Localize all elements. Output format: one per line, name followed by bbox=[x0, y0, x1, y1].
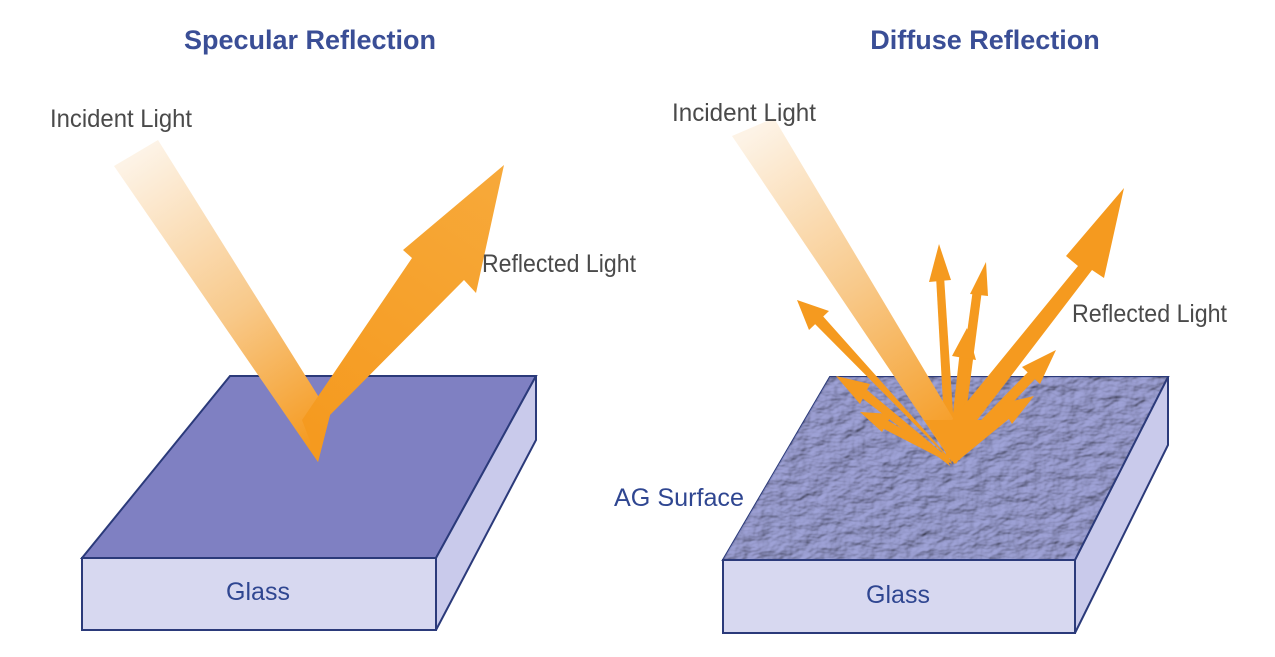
scatter-ray-low-left-2 bbox=[882, 420, 952, 464]
diffuse-incident-beam bbox=[732, 118, 966, 462]
ag-surface-label: AG Surface bbox=[614, 484, 744, 512]
scatter-ray-up-1 bbox=[936, 276, 956, 458]
scatter-ray-up-1-head bbox=[929, 244, 951, 282]
diffuse-glass-front bbox=[722, 559, 1076, 634]
specular-glass-front bbox=[81, 557, 437, 631]
scatter-ray-left-head bbox=[797, 300, 829, 330]
specular-glass-label: Glass bbox=[226, 578, 290, 606]
diffuse-glass-label: Glass bbox=[866, 581, 930, 609]
scatter-ray-low-left-2-head bbox=[860, 412, 892, 432]
scatter-ray-low-left-head bbox=[836, 376, 870, 404]
scatter-ray-right-head bbox=[1022, 350, 1056, 384]
scatter-ray-low-right bbox=[950, 410, 1010, 464]
diffuse-title: Diffuse Reflection bbox=[870, 25, 1100, 55]
specular-reflected-arrow bbox=[302, 165, 504, 462]
specular-incident-beam bbox=[114, 140, 330, 462]
diffuse-reflected-arrow bbox=[944, 188, 1124, 462]
specular-title: Specular Reflection bbox=[184, 25, 436, 55]
scatter-ray-left bbox=[812, 314, 952, 462]
specular-incident-label: Incident Light bbox=[50, 105, 192, 133]
diffuse-scattered-rays bbox=[797, 244, 1056, 466]
scatter-ray-center-head bbox=[952, 328, 976, 360]
specular-reflected-label: Reflected Light bbox=[482, 250, 636, 278]
diffuse-reflected-label: Reflected Light bbox=[1072, 300, 1227, 328]
diffuse-impact-glow bbox=[924, 420, 984, 464]
diffuse-incident-label: Incident Light bbox=[672, 99, 816, 127]
specular-glass-slab bbox=[79, 375, 538, 631]
scatter-ray-low-right-head bbox=[1000, 396, 1034, 424]
scatter-ray-up-2-head bbox=[970, 262, 988, 296]
